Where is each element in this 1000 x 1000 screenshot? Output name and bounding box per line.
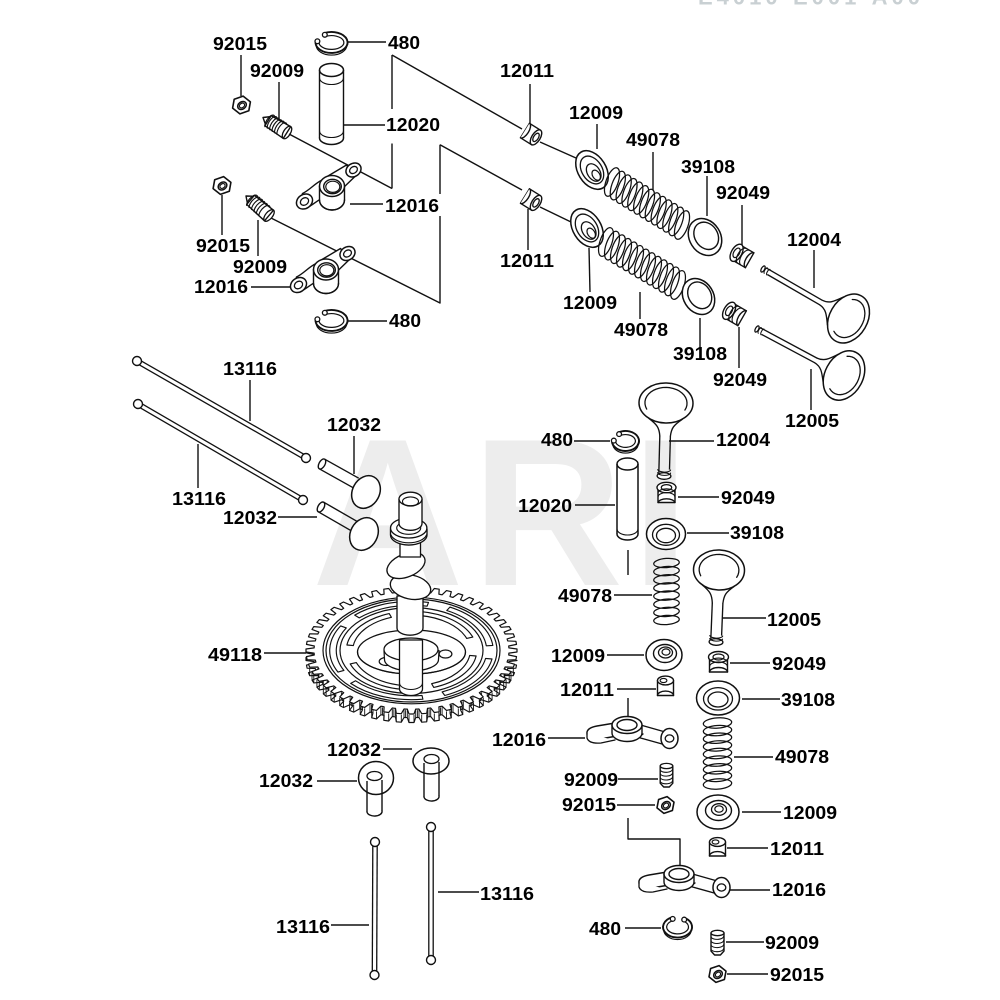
svg-text:92015: 92015 xyxy=(196,236,250,256)
svg-text:39108: 39108 xyxy=(730,523,784,543)
svg-text:12032: 12032 xyxy=(223,508,277,528)
svg-text:12011: 12011 xyxy=(560,680,614,700)
svg-text:12016: 12016 xyxy=(194,277,248,297)
svg-text:480: 480 xyxy=(388,33,420,53)
svg-text:92015: 92015 xyxy=(770,965,824,985)
svg-text:92049: 92049 xyxy=(721,488,775,508)
svg-text:92009: 92009 xyxy=(233,257,287,277)
svg-text:92049: 92049 xyxy=(716,183,770,203)
svg-text:39108: 39108 xyxy=(673,344,727,364)
svg-text:12005: 12005 xyxy=(785,411,839,431)
svg-text:12009: 12009 xyxy=(563,293,617,313)
svg-text:39108: 39108 xyxy=(681,157,735,177)
svg-text:12016: 12016 xyxy=(385,196,439,216)
svg-text:12004: 12004 xyxy=(716,430,770,450)
svg-text:49078: 49078 xyxy=(558,586,612,606)
svg-text:480: 480 xyxy=(589,919,621,939)
svg-text:49078: 49078 xyxy=(626,130,680,150)
svg-text:92009: 92009 xyxy=(765,933,819,953)
svg-text:39108: 39108 xyxy=(781,690,835,710)
svg-text:12016: 12016 xyxy=(492,730,546,750)
svg-text:12016: 12016 xyxy=(772,880,826,900)
svg-text:13116: 13116 xyxy=(223,359,277,379)
svg-text:12032: 12032 xyxy=(327,740,381,760)
svg-text:12020: 12020 xyxy=(518,496,572,516)
svg-text:49078: 49078 xyxy=(775,747,829,767)
svg-text:49078: 49078 xyxy=(614,320,668,340)
svg-text:12032: 12032 xyxy=(327,415,381,435)
svg-text:12009: 12009 xyxy=(551,646,605,666)
svg-text:12011: 12011 xyxy=(770,839,824,859)
svg-text:12009: 12009 xyxy=(569,103,623,123)
svg-text:92009: 92009 xyxy=(564,770,618,790)
svg-text:13116: 13116 xyxy=(172,489,226,509)
svg-text:92049: 92049 xyxy=(772,654,826,674)
svg-text:12004: 12004 xyxy=(787,230,841,250)
svg-text:92009: 92009 xyxy=(250,61,304,81)
svg-text:12011: 12011 xyxy=(500,251,554,271)
svg-text:480: 480 xyxy=(389,311,421,331)
svg-text:92049: 92049 xyxy=(713,370,767,390)
svg-text:49118: 49118 xyxy=(208,645,262,665)
svg-text:92015: 92015 xyxy=(213,34,267,54)
svg-text:12011: 12011 xyxy=(500,61,554,81)
svg-text:480: 480 xyxy=(541,430,573,450)
svg-text:92015: 92015 xyxy=(562,795,616,815)
svg-text:12020: 12020 xyxy=(386,115,440,135)
svg-text:13116: 13116 xyxy=(276,917,330,937)
svg-text:E4010-E001-A00: E4010-E001-A00 xyxy=(698,0,924,10)
svg-text:13116: 13116 xyxy=(480,884,534,904)
svg-text:12005: 12005 xyxy=(767,610,821,630)
svg-text:12009: 12009 xyxy=(783,803,837,823)
svg-text:12032: 12032 xyxy=(259,771,313,791)
